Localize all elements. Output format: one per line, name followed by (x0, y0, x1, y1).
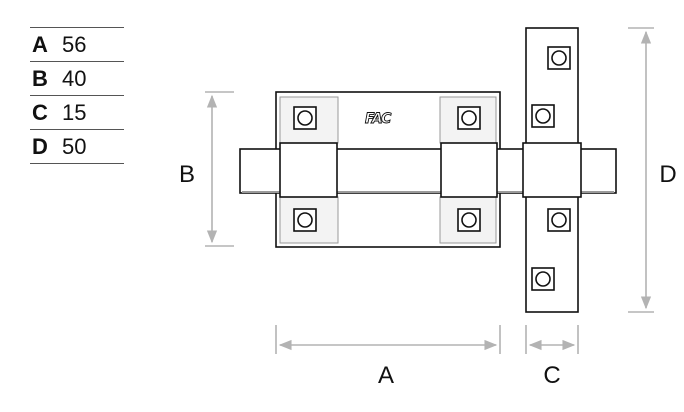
dimension-label-d: D (659, 161, 676, 188)
dimension-key: A (32, 31, 48, 57)
screw-icon (293, 106, 317, 130)
dimension-value: 40 (62, 65, 87, 91)
dimension-table: A 56 B 40 C 15 D 50 (30, 27, 124, 164)
dimension-value: 56 (62, 31, 87, 57)
screw-icon (293, 208, 317, 232)
brand-logo: FAC (365, 111, 392, 127)
dimension-key: C (32, 99, 48, 125)
dimension-lines (205, 27, 654, 354)
dimension-label-c: C (543, 362, 560, 389)
rod-guides (279, 142, 498, 198)
screw-holes (293, 46, 571, 291)
screw-icon (547, 46, 571, 70)
screw-icon (531, 104, 555, 128)
screw-icon (457, 208, 481, 232)
screw-icon (457, 106, 481, 130)
dimension-value: 50 (62, 133, 87, 159)
dimension-row-d: D 50 (30, 130, 124, 164)
dimension-key: D (32, 133, 48, 159)
screw-icon (531, 267, 555, 291)
dimension-value: 15 (62, 99, 87, 125)
dimension-label-a: A (378, 362, 394, 389)
dimension-key: B (32, 65, 48, 91)
dimension-row-a: A 56 (30, 28, 124, 62)
table-top-rule (30, 27, 124, 28)
dimension-label-b: B (179, 161, 195, 188)
dimension-row-b: B 40 (30, 62, 124, 96)
dimension-row-c: C 15 (30, 96, 124, 130)
keeper-plate (522, 27, 582, 313)
screw-icon (547, 208, 571, 232)
